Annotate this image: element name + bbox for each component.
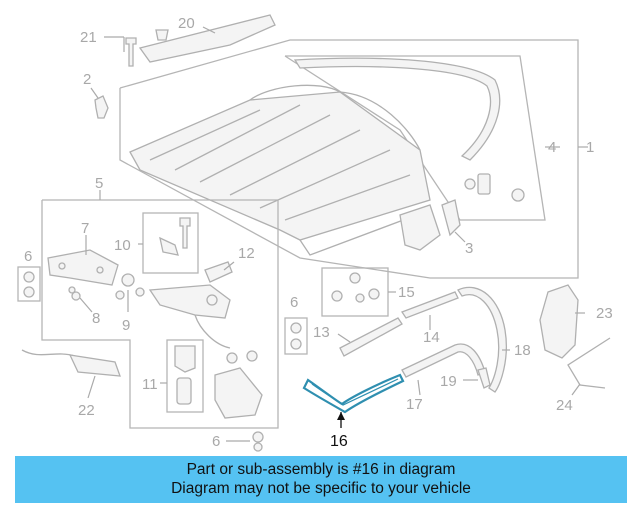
bracket-part bbox=[477, 173, 491, 195]
callout-6b: 6 bbox=[290, 294, 298, 311]
part-24-rod bbox=[567, 337, 611, 389]
banner-line-disclaimer: Diagram may not be specific to your vehi… bbox=[171, 480, 471, 497]
part-15-group bbox=[321, 267, 396, 317]
callout-labels: 1 2 3 4 5 6 6 6 7 8 9 10 11 12 13 14 15 … bbox=[24, 15, 613, 450]
part-23-bracket bbox=[539, 284, 579, 359]
callout-8: 8 bbox=[92, 310, 100, 327]
callout-24: 24 bbox=[556, 397, 573, 414]
group-5-outline bbox=[41, 199, 279, 429]
info-banner: Part or sub-assembly is #16 in diagram D… bbox=[15, 456, 627, 503]
lower-hinge bbox=[214, 367, 263, 419]
callout-18: 18 bbox=[514, 342, 531, 359]
part-16-seal bbox=[302, 373, 405, 414]
part-22-cable bbox=[21, 349, 121, 399]
part-14-seal bbox=[401, 291, 459, 319]
callout-9: 9 bbox=[122, 317, 130, 334]
callout-23: 23 bbox=[596, 305, 613, 322]
banner-line-part: Part or sub-assembly is #16 in diagram bbox=[186, 461, 456, 478]
callout-10: 10 bbox=[114, 237, 131, 254]
callout-3: 3 bbox=[465, 240, 473, 257]
part-17-seal bbox=[401, 343, 486, 378]
part-6-box-mid bbox=[284, 317, 308, 355]
callout-7: 7 bbox=[81, 220, 89, 237]
callout-14: 14 bbox=[423, 329, 440, 346]
part-3-clip bbox=[441, 199, 461, 237]
part-16-highlighted bbox=[302, 373, 405, 428]
group-4-outline bbox=[284, 55, 546, 221]
weatherstrips bbox=[337, 286, 510, 396]
parts-diagram: 1 2 3 4 5 6 6 6 7 8 9 10 11 12 13 14 15 … bbox=[17, 14, 613, 452]
part-22-module bbox=[68, 354, 121, 377]
right-side-parts bbox=[539, 284, 611, 396]
callout-19: 19 bbox=[440, 373, 457, 390]
part-6-box-left bbox=[17, 266, 41, 302]
part-10-bolt bbox=[179, 217, 191, 249]
callout-2: 2 bbox=[83, 71, 91, 88]
group-5-linkage bbox=[41, 190, 279, 429]
callout-20: 20 bbox=[178, 15, 195, 32]
callout-16: 16 bbox=[330, 433, 348, 450]
part-11-box bbox=[166, 339, 204, 413]
part-21-bolt bbox=[125, 37, 137, 67]
callout-5: 5 bbox=[95, 175, 103, 192]
linkage-arm bbox=[148, 284, 231, 319]
callout-1: 1 bbox=[586, 139, 594, 156]
callout-12: 12 bbox=[238, 245, 255, 262]
part-13-seal bbox=[339, 317, 403, 357]
soft-top-frame-group bbox=[119, 39, 588, 279]
part-7-hinge-bracket bbox=[47, 249, 119, 286]
part-19-bolt bbox=[477, 367, 491, 389]
callout-13: 13 bbox=[313, 324, 330, 341]
callout-21: 21 bbox=[80, 29, 97, 46]
latch-assembly bbox=[399, 204, 441, 251]
callout-22: 22 bbox=[78, 402, 95, 419]
soft-top-roof bbox=[129, 91, 431, 241]
callout-4: 4 bbox=[548, 139, 556, 156]
part-18-seal bbox=[457, 286, 507, 393]
callout-11: 11 bbox=[142, 376, 158, 393]
part-20-trim-strip bbox=[138, 14, 276, 63]
part-21-clip bbox=[155, 29, 169, 41]
part-11-bracket bbox=[174, 345, 196, 373]
part-12-pad bbox=[204, 261, 233, 283]
part-16-arrow bbox=[337, 412, 345, 420]
upper-left-parts bbox=[90, 14, 276, 119]
callout-15: 15 bbox=[398, 284, 415, 301]
roof-rail bbox=[293, 57, 501, 161]
callout-17: 17 bbox=[406, 396, 423, 413]
part-6-groups bbox=[17, 266, 308, 452]
callout-6a: 6 bbox=[24, 248, 32, 265]
part-10-box bbox=[142, 212, 199, 274]
part-2-bolt bbox=[94, 95, 109, 119]
callout-6c: 6 bbox=[212, 433, 220, 450]
group-1-outline bbox=[119, 39, 579, 279]
